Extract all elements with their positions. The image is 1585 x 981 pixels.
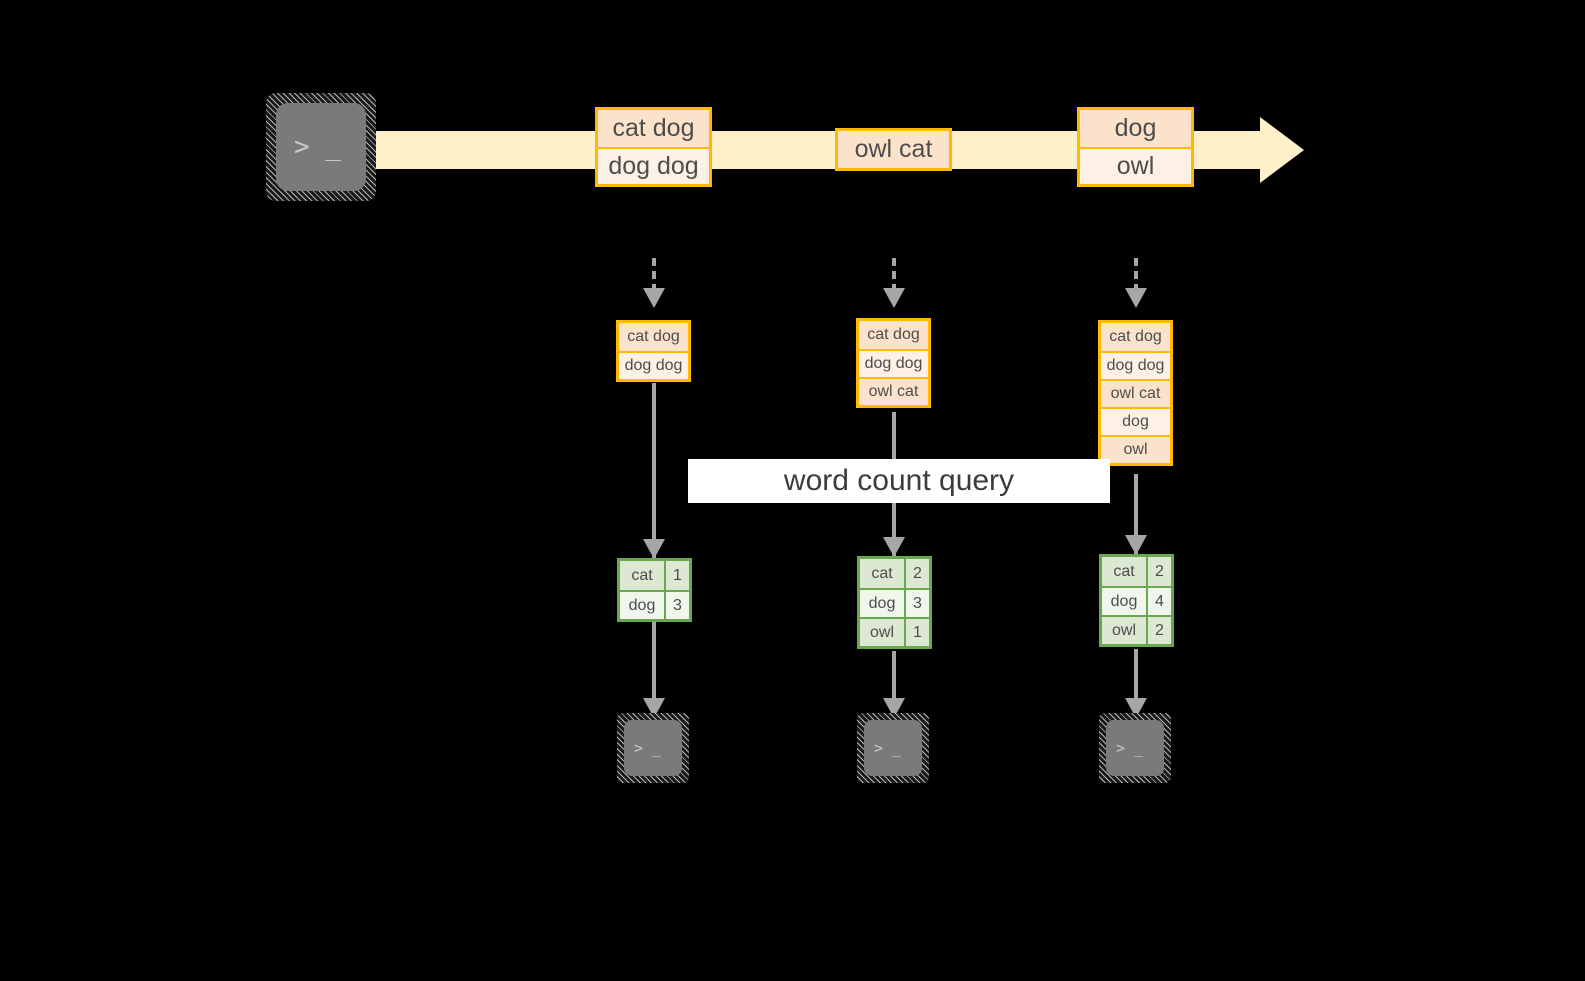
column-1-result-word: dog [620,592,664,619]
column-2-query-arrowhead [883,537,905,557]
column-3-result-word: dog [1102,588,1146,615]
column-1-sink-connector [652,622,656,704]
query-label: word count query [688,459,1110,503]
table-row: owl 1 [860,617,929,646]
column-2-ingest-connector [892,258,896,292]
column-2-result-count: 1 [904,619,929,646]
stream-batch-3[interactable]: dog owl [1077,107,1194,187]
column-1-accumulated-table[interactable]: cat dog dog dog [616,320,691,382]
table-row: cat 2 [860,559,929,588]
column-1-result-table[interactable]: cat 1 dog 3 [617,558,692,622]
column-3-accumulated-row: cat dog [1101,323,1170,351]
column-1-query-connector [652,383,656,563]
column-2-result-word: cat [860,559,904,588]
stream-batch-3-line-2: owl [1080,147,1191,184]
column-3-query-connector [1134,474,1138,560]
column-2-accumulated-table[interactable]: cat dog dog dog owl cat [856,318,931,408]
column-2-accumulated-row: dog dog [859,349,928,377]
table-row: dog 3 [860,588,929,617]
stream-batch-1-line-1: cat dog [598,110,709,147]
terminal-prompt-glyph: > _ [294,132,341,162]
table-row: dog 3 [620,590,689,619]
column-1-accumulated-row: dog dog [619,351,688,379]
column-3-result-word: cat [1102,557,1146,586]
table-row: cat 2 [1102,557,1171,586]
table-row: cat 1 [620,561,689,590]
terminal-screen: > _ [1106,720,1164,776]
column-3-result-table[interactable]: cat 2 dog 4 owl 2 [1099,554,1174,647]
column-2-result-count: 3 [904,590,929,617]
column-3-ingest-arrowhead [1125,288,1147,308]
column-3-result-count: 4 [1146,588,1171,615]
column-2-ingest-arrowhead [883,288,905,308]
column-3-accumulated-table[interactable]: cat dog dog dog owl cat dog owl [1098,320,1173,466]
column-3-sink-connector [1134,649,1138,704]
column-2-sink-terminal-icon[interactable]: > _ [857,713,929,783]
column-2-result-count: 2 [904,559,929,588]
stream-batch-2-line-1: owl cat [838,131,949,168]
column-1-result-word: cat [620,561,664,590]
stream-batch-2[interactable]: owl cat [835,128,952,171]
query-label-text: word count query [783,464,1015,497]
terminal-screen: > _ [624,720,682,776]
terminal-prompt-glyph: > _ [874,738,902,757]
table-row: owl 2 [1102,615,1171,644]
column-3-accumulated-row: owl [1101,435,1170,463]
column-1-ingest-connector [652,258,656,292]
table-row: dog 4 [1102,586,1171,615]
column-2-accumulated-row: owl cat [859,377,928,405]
column-2-result-word: dog [860,590,904,617]
column-3-accumulated-row: dog dog [1101,351,1170,379]
column-3-result-count: 2 [1146,617,1171,644]
terminal-prompt-glyph: > _ [634,738,662,757]
column-1-sink-terminal-icon[interactable]: > _ [617,713,689,783]
column-2-result-word: owl [860,619,904,646]
column-1-result-count: 1 [664,561,689,590]
column-3-ingest-connector [1134,258,1138,292]
column-1-query-arrowhead [643,539,665,559]
column-3-accumulated-row: owl cat [1101,379,1170,407]
column-3-sink-terminal-icon[interactable]: > _ [1099,713,1171,783]
terminal-prompt-glyph: > _ [1116,738,1144,757]
column-3-result-count: 2 [1146,557,1171,586]
column-2-result-table[interactable]: cat 2 dog 3 owl 1 [857,556,932,649]
terminal-screen: > _ [276,103,366,191]
column-3-query-arrowhead [1125,535,1147,555]
column-2-sink-connector [892,651,896,704]
column-3-result-word: owl [1102,617,1146,644]
column-1-ingest-arrowhead [643,288,665,308]
stream-batch-3-line-1: dog [1080,110,1191,147]
stream-batch-1[interactable]: cat dog dog dog [595,107,712,187]
column-1-result-count: 3 [664,592,689,619]
column-3-accumulated-row: dog [1101,407,1170,435]
column-1-accumulated-row: cat dog [619,323,688,351]
stream-batch-1-line-2: dog dog [598,147,709,184]
column-2-accumulated-row: cat dog [859,321,928,349]
terminal-screen: > _ [864,720,922,776]
source-terminal-icon[interactable]: > _ [266,93,376,201]
stream-arrow-head [1260,117,1304,183]
